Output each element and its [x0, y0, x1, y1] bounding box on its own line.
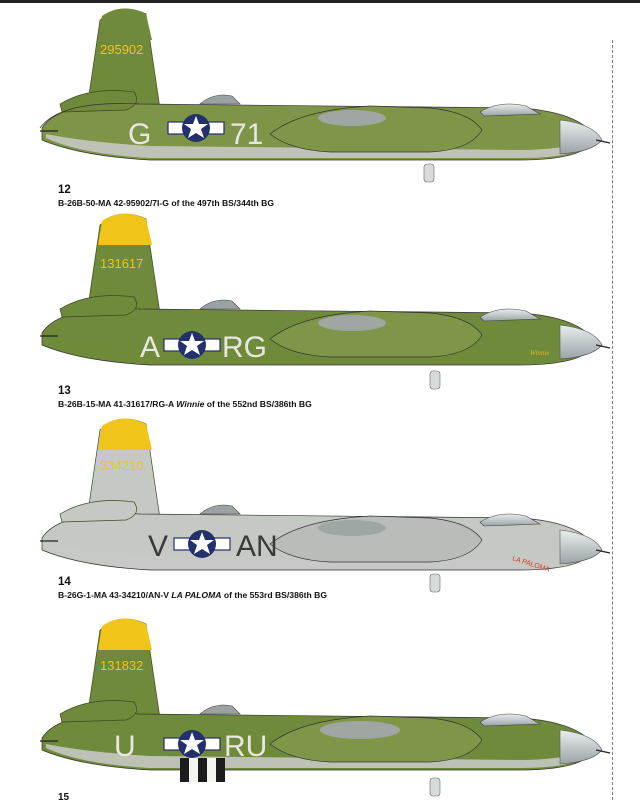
tail-serial: 131832 [100, 658, 143, 673]
cockpit-canopy [479, 713, 542, 727]
cockpit-canopy [479, 103, 542, 117]
plate-number: 13 [58, 385, 71, 397]
aircraft-profile: 131832 U RU [40, 618, 611, 797]
aircraft-profile: 334210 V AN LA PALOMA [40, 418, 611, 593]
wing-root [318, 315, 386, 331]
squadron-code-left: V [148, 530, 168, 563]
national-insignia [173, 530, 231, 558]
caption-name: LA PALOMA [171, 590, 222, 600]
nose-glazing [559, 729, 603, 765]
plate-number: 14 [58, 576, 71, 588]
wing-root [320, 721, 400, 739]
tail-serial: 131617 [100, 256, 143, 271]
landing-gear [429, 573, 441, 593]
tail-serial: 295902 [100, 42, 143, 57]
caption-text: B-26B-15-MA 41-31617/RG-A [58, 399, 177, 409]
national-insignia [163, 730, 221, 758]
plate-caption: 13 B-26B-15-MA 41-31617/RG-A Winnie of t… [58, 385, 312, 409]
aircraft-plate-15: 131832 U RU [0, 610, 640, 800]
landing-gear [429, 777, 441, 797]
squadron-code-right: RG [222, 331, 267, 364]
squadron-code-right: 71 [230, 118, 263, 151]
top-rule [0, 0, 640, 3]
caption-name: Winnie [176, 399, 205, 409]
horizontal-stabilizer [59, 90, 137, 113]
fuselage-underside [46, 339, 594, 363]
tail-band [98, 8, 152, 40]
nose-gun [595, 749, 611, 754]
tail-serial: 334210 [100, 458, 143, 473]
caption-text-unit: of the 552nd BS/386th BG [204, 399, 312, 409]
invasion-stripes [180, 758, 225, 782]
wing-root [318, 110, 386, 126]
national-insignia [167, 114, 225, 142]
next-plate-number: 15 [58, 792, 70, 803]
nose-gun [595, 549, 611, 554]
plate-number: 12 [58, 184, 71, 196]
cockpit-canopy [479, 308, 542, 322]
caption-text: B-26G-1-MA 43-34210/AN-V [58, 590, 172, 600]
aircraft-plate-12: 295902 G 71 12 B-26B-50-MA 42-95902/7I-G… [0, 0, 640, 208]
squadron-code-right: RU [224, 730, 267, 763]
horizontal-stabilizer [59, 700, 137, 723]
caption-text: B-26B-50-MA 42-95902/7I-G of the 497th B… [58, 198, 275, 208]
tail-band [98, 213, 152, 245]
nose-art: Winnie [530, 349, 549, 357]
squadron-code-left: U [114, 730, 136, 763]
plate-caption: 12 B-26B-50-MA 42-95902/7I-G of the 497t… [58, 184, 274, 208]
nose-gun [595, 344, 611, 349]
aircraft-plate-14: 334210 V AN LA PALOMA 14 B-26G-1-MA 43-3… [0, 410, 640, 600]
dorsal-turret [199, 504, 241, 515]
nose-gun [595, 139, 611, 144]
fuselage-underside [46, 134, 594, 158]
caption-text-unit: of the 553rd BS/386th BG [221, 590, 328, 600]
tail-band [98, 618, 152, 650]
aircraft-plate-13: 131617 A RG Winnie 13 B-26B-15-MA 41-316… [0, 205, 640, 409]
nose-glazing [559, 324, 603, 360]
nose-glazing [559, 119, 603, 155]
horizontal-stabilizer [59, 500, 137, 523]
crop-guide-line [612, 40, 613, 800]
horizontal-stabilizer [59, 295, 137, 318]
plate-caption: 14 B-26G-1-MA 43-34210/AN-V LA PALOMA of… [58, 576, 327, 600]
fuselage-underside [46, 544, 594, 568]
wing-root [318, 520, 386, 536]
landing-gear [423, 163, 435, 183]
dorsal-turret [199, 704, 241, 715]
cockpit-canopy [479, 513, 542, 527]
squadron-code-left: G [128, 118, 151, 151]
squadron-code-left: A [140, 331, 160, 364]
dorsal-turret [199, 94, 241, 105]
squadron-code-right: AN [236, 530, 278, 563]
aircraft-profile: 131617 A RG Winnie [40, 213, 611, 390]
tail-band [98, 418, 152, 450]
aircraft-profile: 295902 G 71 [39, 8, 611, 183]
national-insignia [163, 331, 221, 359]
dorsal-turret [199, 299, 241, 310]
nose-glazing [559, 529, 603, 565]
landing-gear [429, 370, 441, 390]
